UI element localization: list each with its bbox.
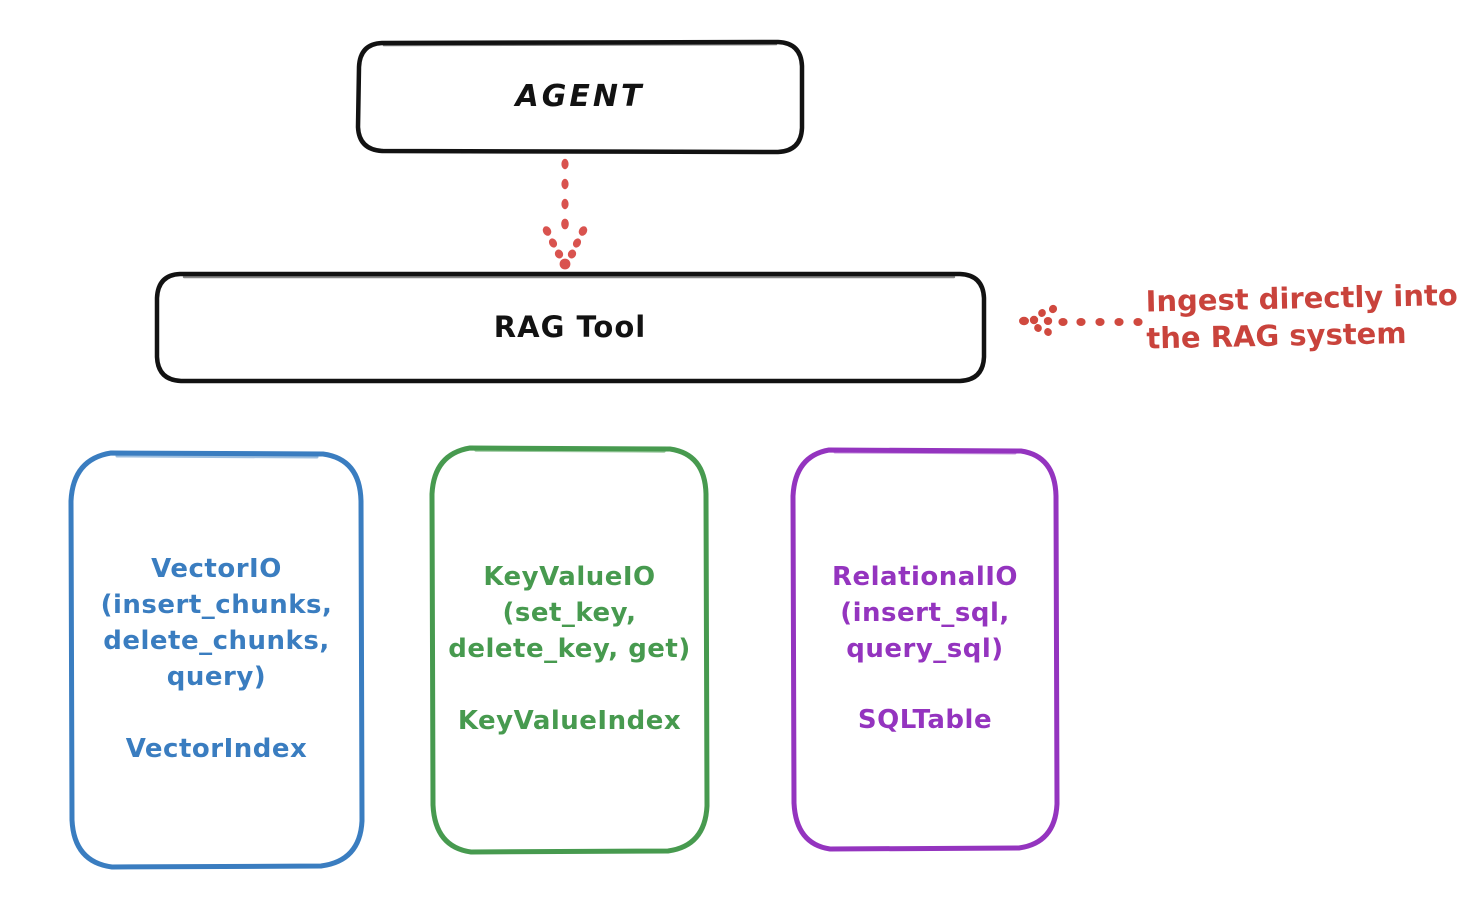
node-agent[interactable]: AGENT: [355, 39, 805, 155]
dotted-arrow-left-icon: [1019, 304, 1143, 336]
node-rag-tool-label: RAG Tool: [493, 310, 647, 345]
dotted-arrow-down-icon: [542, 158, 588, 270]
node-relational-io-label: RelationalIO (insert_sql, query_sql) SQL…: [831, 561, 1019, 736]
node-rag-tool[interactable]: RAG Tool: [154, 271, 987, 384]
annotation-ingest: Ingest directly into the RAG system: [1145, 277, 1459, 356]
node-key-value-io-label: KeyValueIO (set_key, delete_key, get) Ke…: [448, 562, 691, 736]
node-relational-io[interactable]: RelationalIO (insert_sql, query_sql) SQL…: [789, 446, 1061, 853]
node-vector-io-label: VectorIO (insert_chunks, delete_chunks, …: [100, 554, 333, 764]
node-vector-io[interactable]: VectorIO (insert_chunks, delete_chunks, …: [67, 449, 366, 871]
node-agent-label: AGENT: [515, 79, 645, 115]
node-key-value-io[interactable]: KeyValueIO (set_key, delete_key, get) Ke…: [428, 444, 711, 856]
